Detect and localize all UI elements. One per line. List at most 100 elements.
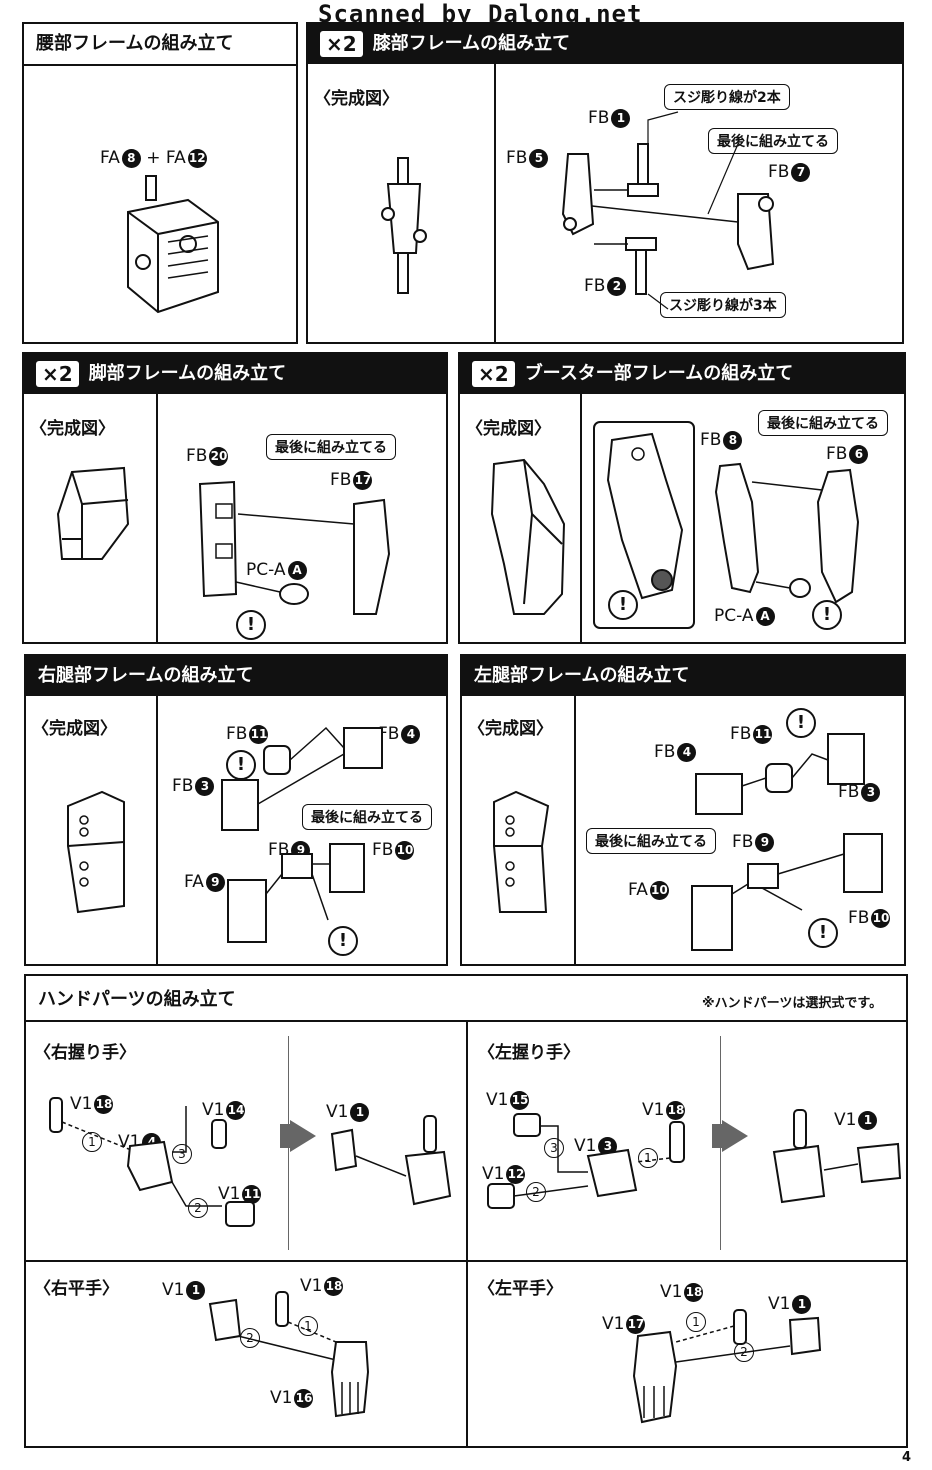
leg-multiplier: ×2 xyxy=(36,361,79,387)
right-flat-drawing xyxy=(208,1291,370,1418)
leg-callout-last: 最後に組み立てる xyxy=(266,434,396,460)
knee-frame-title: 膝部フレームの組み立て xyxy=(372,33,571,54)
right-flat-step-2: 2 xyxy=(240,1328,260,1348)
knee-callout-lines2: スジ彫り線が2本 xyxy=(664,84,790,110)
booster-callout-last: 最後に組み立てる xyxy=(758,410,888,436)
hand-parts-title: ハンドパーツの組み立て xyxy=(26,976,906,1022)
booster-assembly-drawing xyxy=(714,462,860,604)
leg-assembly-drawing xyxy=(198,480,391,615)
booster-divider xyxy=(580,394,582,644)
knee-completed-label: 〈完成図〉 xyxy=(314,89,399,109)
leg-completed-label: 〈完成図〉 xyxy=(30,419,115,439)
knee-multiplier: ×2 xyxy=(320,31,363,57)
knee-frame-header: ×2 膝部フレームの組み立て xyxy=(308,24,902,64)
booster-completed-label: 〈完成図〉 xyxy=(466,419,551,439)
knee-callout-last: 最後に組み立てる xyxy=(708,128,838,154)
leg-frame-header: ×2 脚部フレームの組み立て xyxy=(24,354,446,394)
right-flat-step-1: 1 xyxy=(298,1316,318,1336)
left-thigh-assembly-drawing xyxy=(691,733,883,951)
booster-completed-drawing xyxy=(490,458,566,615)
right-grip-step-1: 1 xyxy=(82,1132,102,1152)
right-thigh-completed-drawing xyxy=(67,790,125,914)
right-thigh-warning-icon-2: ! xyxy=(328,926,358,956)
knee-completed-drawing xyxy=(381,157,427,294)
knee-divider xyxy=(494,64,496,344)
waist-frame-drawing xyxy=(127,175,219,314)
right-thigh-warning-icon-1: ! xyxy=(226,750,256,780)
leg-frame-title: 脚部フレームの組み立て xyxy=(88,363,287,384)
leg-completed-drawing xyxy=(56,466,130,560)
right-thigh-frame-title: 右腿部フレームの組み立て xyxy=(26,656,446,696)
booster-multiplier: ×2 xyxy=(472,361,515,387)
right-thigh-completed-label: 〈完成図〉 xyxy=(32,719,117,739)
left-grip-drawing xyxy=(487,1109,902,1209)
booster-detail-drawing xyxy=(593,421,695,629)
right-flat-label: 〈右平手〉 xyxy=(34,1279,119,1299)
left-flat-step-1: 1 xyxy=(686,1312,706,1332)
leg-warning-icon: ! xyxy=(236,610,266,640)
left-flat-drawing xyxy=(632,1309,822,1424)
booster-warning-icon: ! xyxy=(812,600,842,630)
left-thigh-warning-icon-2: ! xyxy=(808,918,838,948)
left-flat-label: 〈左平手〉 xyxy=(478,1279,563,1299)
booster-frame-header: ×2 ブースター部フレームの組み立て xyxy=(460,354,904,394)
left-thigh-frame-title: 左腿部フレームの組み立て xyxy=(462,656,904,696)
left-grip-step-3: 3 xyxy=(544,1138,564,1158)
left-thigh-divider xyxy=(574,696,576,966)
waist-frame-title: 腰部フレームの組み立て xyxy=(24,24,296,66)
right-thigh-assembly-drawing xyxy=(221,726,383,943)
right-thigh-callout-last: 最後に組み立てる xyxy=(302,804,432,830)
booster-frame-title: ブースター部フレームの組み立て xyxy=(524,363,794,384)
booster-detail-warning-icon: ! xyxy=(608,590,638,620)
right-grip-drawing xyxy=(49,1097,452,1227)
hand-parts-note: ※ハンドパーツは選択式です。 xyxy=(702,996,883,1011)
hands-mid-divider xyxy=(26,1260,906,1262)
leg-divider xyxy=(156,394,158,644)
knee-assembly-drawing xyxy=(561,111,775,310)
right-grip-step-3: 3 xyxy=(172,1144,192,1164)
right-grip-label: 〈右握り手〉 xyxy=(34,1043,136,1063)
left-thigh-completed-drawing xyxy=(493,790,550,913)
left-grip-label: 〈左握り手〉 xyxy=(478,1043,580,1063)
right-grip-step-2: 2 xyxy=(188,1198,208,1218)
page-number: 4 xyxy=(902,1450,912,1465)
left-thigh-warning-icon-1: ! xyxy=(786,708,816,738)
